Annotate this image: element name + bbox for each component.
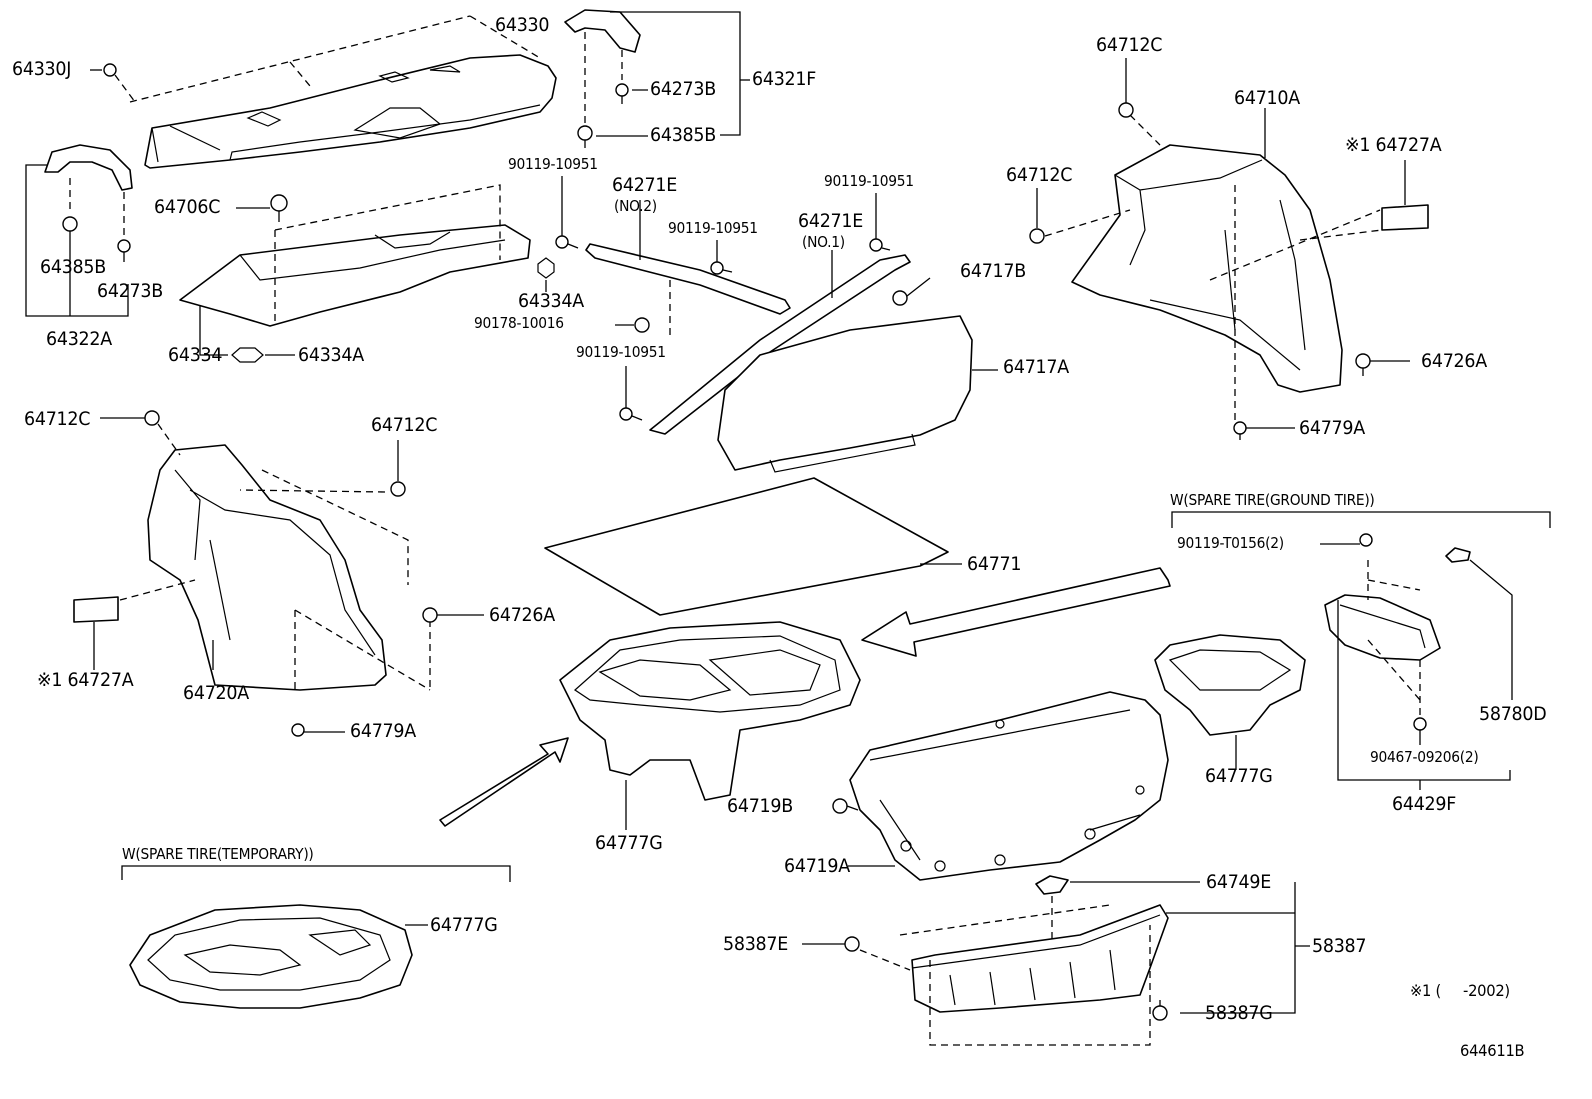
part-label-90119-10951-d: 90119-10951 <box>576 343 666 361</box>
part-label-64334: 64334 <box>168 344 223 366</box>
clip-64779a-right <box>1233 421 1295 440</box>
part-label-64779a-left: 64779A <box>350 720 416 742</box>
part-label-64712c-right-mid: 64712C <box>1006 164 1073 186</box>
part-label-64710a: 64710A <box>1234 87 1300 109</box>
part-label-90119-10951-c: 90119-10951 <box>824 172 914 190</box>
part-label-64330j: 64330J <box>12 58 72 80</box>
nut-64334a <box>537 257 555 292</box>
part-label-64726a-right: 64726A <box>1421 350 1487 372</box>
spare-tire-tray-64777g <box>559 621 861 830</box>
part-label-64322a: 64322A <box>46 328 112 350</box>
side-trim-64710a <box>1044 108 1383 420</box>
clip-64712c-right-mid <box>1029 188 1045 244</box>
part-label-90119-10951-b: 90119-10951 <box>668 219 758 237</box>
part-label-64334a-bottom: 64334A <box>298 344 364 366</box>
pad-64727a-right <box>1381 160 1429 231</box>
part-label-64712c-left: 64712C <box>24 408 91 430</box>
clip-64712c-left-mid <box>390 440 406 497</box>
part-label-64385b-top: 64385B <box>650 124 716 146</box>
part-label-no1: (NO.1) <box>802 233 845 251</box>
part-label-64385b-left: 64385B <box>40 256 106 278</box>
sill-plate-58387 <box>859 882 1310 1046</box>
clip-64706c <box>236 194 288 222</box>
part-label-64712c-top: 64712C <box>1096 34 1163 56</box>
direction-arrows <box>439 567 1171 827</box>
clip-64726a-left <box>422 607 484 623</box>
clip-64273b-top <box>615 83 648 104</box>
part-label-90119-10951-a: 90119-10951 <box>508 155 598 173</box>
part-label-64726a-left: 64726A <box>489 604 555 626</box>
part-label-64777g-bottom: 64777G <box>430 914 498 936</box>
part-label-no2: (NO.2) <box>614 197 657 215</box>
part-label-64271e-no1: 64271E <box>798 210 864 232</box>
group-title-spare-temporary-tire: W(SPARE TIRE(TEMPORARY)) <box>122 845 314 863</box>
part-label-64771: 64771 <box>967 553 1022 575</box>
part-label-64334a-mid: 64334A <box>518 290 584 312</box>
part-label-64429f: 64429F <box>1392 793 1457 815</box>
part-label-64719a: 64719A <box>784 855 850 877</box>
part-label-64720a: 64720A <box>183 682 249 704</box>
part-label-64727a-right: ※1 64727A <box>1345 134 1442 156</box>
back-panel-trim-64719a <box>848 691 1169 881</box>
part-label-64779a-right: 64779A <box>1299 417 1365 439</box>
part-label-64719b: 64719B <box>727 795 793 817</box>
part-label-64706c: 64706C <box>154 196 221 218</box>
clip-64726a-right <box>1355 353 1410 376</box>
part-label-64777g-mid: 64777G <box>595 832 663 854</box>
part-label-64271e-no2: 64271E <box>612 174 678 196</box>
support-rod-no2 <box>585 200 791 340</box>
clip-64330j <box>90 63 136 103</box>
clip-64712c-top-right <box>1118 58 1134 118</box>
bracket-64321f <box>564 9 750 136</box>
side-trim-64720a <box>119 423 431 691</box>
part-label-58387e: 58387E <box>723 933 789 955</box>
diagram-reference-number: 644611B <box>1460 1041 1525 1060</box>
part-label-90119-t0156: 90119-T0156(2) <box>1177 534 1284 552</box>
part-label-64273b-left: 64273B <box>97 280 163 302</box>
part-label-90178-10016: 90178-10016 <box>474 314 564 332</box>
clip-64779a-left <box>291 723 345 737</box>
part-label-64712c-left-mid: 64712C <box>371 414 438 436</box>
group-title-spare-ground-tire: W(SPARE TIRE(GROUND TIRE)) <box>1170 491 1375 509</box>
temporary-tire-group <box>121 865 511 1009</box>
part-label-58780d: 58780D <box>1479 703 1547 725</box>
support-rod-no1 <box>649 250 911 435</box>
pad-64727a-left <box>73 596 119 670</box>
clip-64719b <box>832 798 859 814</box>
deck-board-64334 <box>179 184 531 363</box>
clip-64385b-top <box>577 125 648 148</box>
part-label-64717a: 64717A <box>1003 356 1069 378</box>
trim-panel-64717a <box>717 277 998 473</box>
bracket-64322a <box>25 144 133 317</box>
bolts-90119-10951 <box>555 176 891 421</box>
part-label-64330: 64330 <box>495 14 550 36</box>
nut-90178-10016 <box>615 317 650 333</box>
part-label-64749e: 64749E <box>1206 871 1272 893</box>
part-label-58387g: 58387G <box>1205 1002 1273 1024</box>
part-label-64273b-top: 64273B <box>650 78 716 100</box>
part-label-58387: 58387 <box>1312 935 1367 957</box>
clip-58387e <box>802 936 860 952</box>
part-label-64321f: 64321F <box>752 68 817 90</box>
part-label-64727a-left: ※1 64727A <box>37 669 134 691</box>
clip-64712c-left <box>100 410 160 426</box>
ground-tire-group <box>1154 511 1551 790</box>
trunk-mat-64771 <box>544 477 962 616</box>
part-label-64777g-right: 64777G <box>1205 765 1273 787</box>
footnote-date-range: ※1 ( -2002) <box>1410 981 1510 1000</box>
package-tray-trim-panel <box>129 15 557 169</box>
part-label-64717b: 64717B <box>960 260 1026 282</box>
part-label-90467-09206: 90467-09206(2) <box>1370 748 1479 766</box>
clip-58387g <box>1152 1000 1168 1021</box>
